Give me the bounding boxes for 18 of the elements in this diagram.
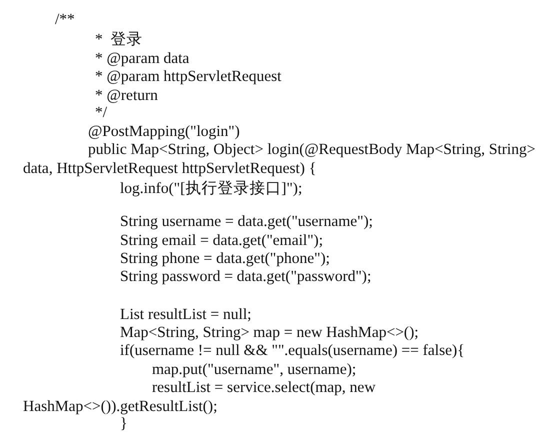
code-line: String username = data.get("username"); [120,212,373,231]
code-comment: * @return [95,86,158,105]
code-line: if(username != null && "".equals(username) == false){ [120,341,465,360]
code-line: resultList = service.select(map, new HashMap<>()).getResultList(); [23,378,377,416]
code-comment: */ [95,103,108,122]
code-line: map.put("username", username); [152,360,356,379]
code-line: String phone = data.get("phone"); [120,249,330,268]
code-line: log.info("[执行登录接口]"); [120,179,302,198]
code-line: @PostMapping("login") [88,122,240,141]
code-line: String email = data.get("email"); [120,231,324,250]
code-comment: * @param data [95,49,190,68]
code-comment: * 登录 [95,30,142,49]
code-line: Map<String, String> map = new HashMap<>(); [120,323,419,342]
code-comment: /** [55,10,75,29]
code-line: String password = data.get("password"); [120,267,372,286]
code-line: List resultList = null; [120,305,252,324]
code-comment: * @param httpServletRequest [95,67,282,86]
code-line: } [120,414,128,433]
